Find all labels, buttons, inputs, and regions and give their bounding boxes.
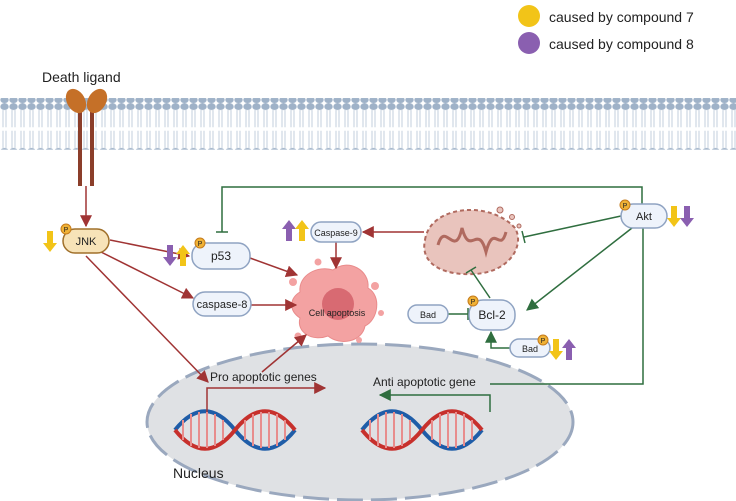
jnk-label: JNK [76,236,97,248]
arrow-pro-genes-transcription [206,382,327,412]
jnk-node: JNK P [60,223,110,254]
bad-left-label: Bad [420,310,436,320]
bad-down-arrow-compound-7 [549,339,563,360]
caspase8-node: caspase-8 [192,291,252,317]
bcl2-phospho-icon [467,295,479,307]
caspase9-regulation [282,220,309,241]
anti-apoptotic-gene-label: Anti apoptotic gene [373,375,476,389]
bcl2-node: Bcl-2 P [467,295,516,331]
akt-phospho-icon [619,199,631,211]
death-ligand-label: Death ligand [42,69,121,85]
legend-label-compound-8: caused by compound 8 [549,36,694,52]
akt-node: Akt P [619,199,668,229]
dna-helix-left [173,409,297,451]
akt-down-arrow-compound-7 [667,206,681,227]
mitochondrion [423,206,522,276]
legend: caused by compound 7 caused by compound … [518,5,694,54]
arrow-jnk-to-caspase8 [96,249,195,299]
death-receptor [65,88,108,186]
cell-apoptosis-label: Cell apoptosis [309,308,366,318]
legend-label-compound-7: caused by compound 7 [549,9,694,25]
akt-down-arrow-compound-8 [680,206,694,227]
akt-inhibits-p53 [221,186,643,232]
cell-membrane [0,98,736,164]
p53-phospho-label: P [198,241,203,248]
bad-phospho-icon [537,334,549,346]
p53-label: p53 [211,249,231,263]
caspase9-node: Caspase-9 [310,221,362,243]
legend-swatch-compound-8 [518,32,540,54]
arrow-p53-to-apoptosis [249,257,299,277]
bad-node-right: Bad P [509,334,551,358]
akt-label: Akt [636,211,652,223]
akt-to-bcl2 [526,227,633,311]
jnk-phospho-label: P [64,227,69,234]
activation-arrows [80,186,424,412]
bcl2-inhibits-mitochondria [470,269,491,299]
p53-up-arrow-compound-7 [176,245,190,266]
jnk-down-arrow-compound-7 [43,231,57,252]
cell-apoptosis-blob: Cell apoptosis [289,258,384,343]
caspase9-label: Caspase-9 [314,228,358,238]
bcl2-phospho-label: P [471,299,476,306]
bad-regulation [549,339,576,360]
inhibition-arrows [216,186,644,412]
caspase9-up-arrow-compound-8 [282,220,296,241]
caspase9-up-arrow-compound-7 [295,220,309,241]
nucleus: Nucleus [145,342,575,501]
pro-apoptotic-genes-label: Pro apoptotic genes [210,370,317,384]
arrow-jnk-to-p53 [109,239,191,260]
jnk-regulation [43,231,57,252]
caspase8-label: caspase-8 [197,299,248,311]
arrow-jnk-to-pro-genes [85,255,209,383]
p53-down-arrow-compound-8 [163,245,177,266]
p53-node: p53 P [191,237,251,270]
dna-helix-right [360,409,484,451]
akt-regulation [667,206,694,227]
bcl2-label: Bcl-2 [478,308,506,322]
akt-phospho-label: P [623,203,628,210]
akt-inhibits-mitochondria [523,215,622,238]
bad-up-arrow-compound-8 [562,339,576,360]
p53-phospho-icon [194,237,206,249]
anti-gene-transcription [378,389,491,412]
nucleus-label: Nucleus [173,465,224,481]
p53-regulation [163,245,190,266]
bad-to-bcl2 [485,330,511,349]
arrow-pro-genes-to-apoptosis [261,334,307,373]
jnk-phospho-icon [60,223,72,235]
bad-phospho-label: P [541,338,546,345]
bad-right-label: Bad [522,344,538,354]
akt-to-anti-gene [490,228,644,385]
legend-swatch-compound-7 [518,5,540,27]
bad-node-left: Bad [407,304,449,324]
